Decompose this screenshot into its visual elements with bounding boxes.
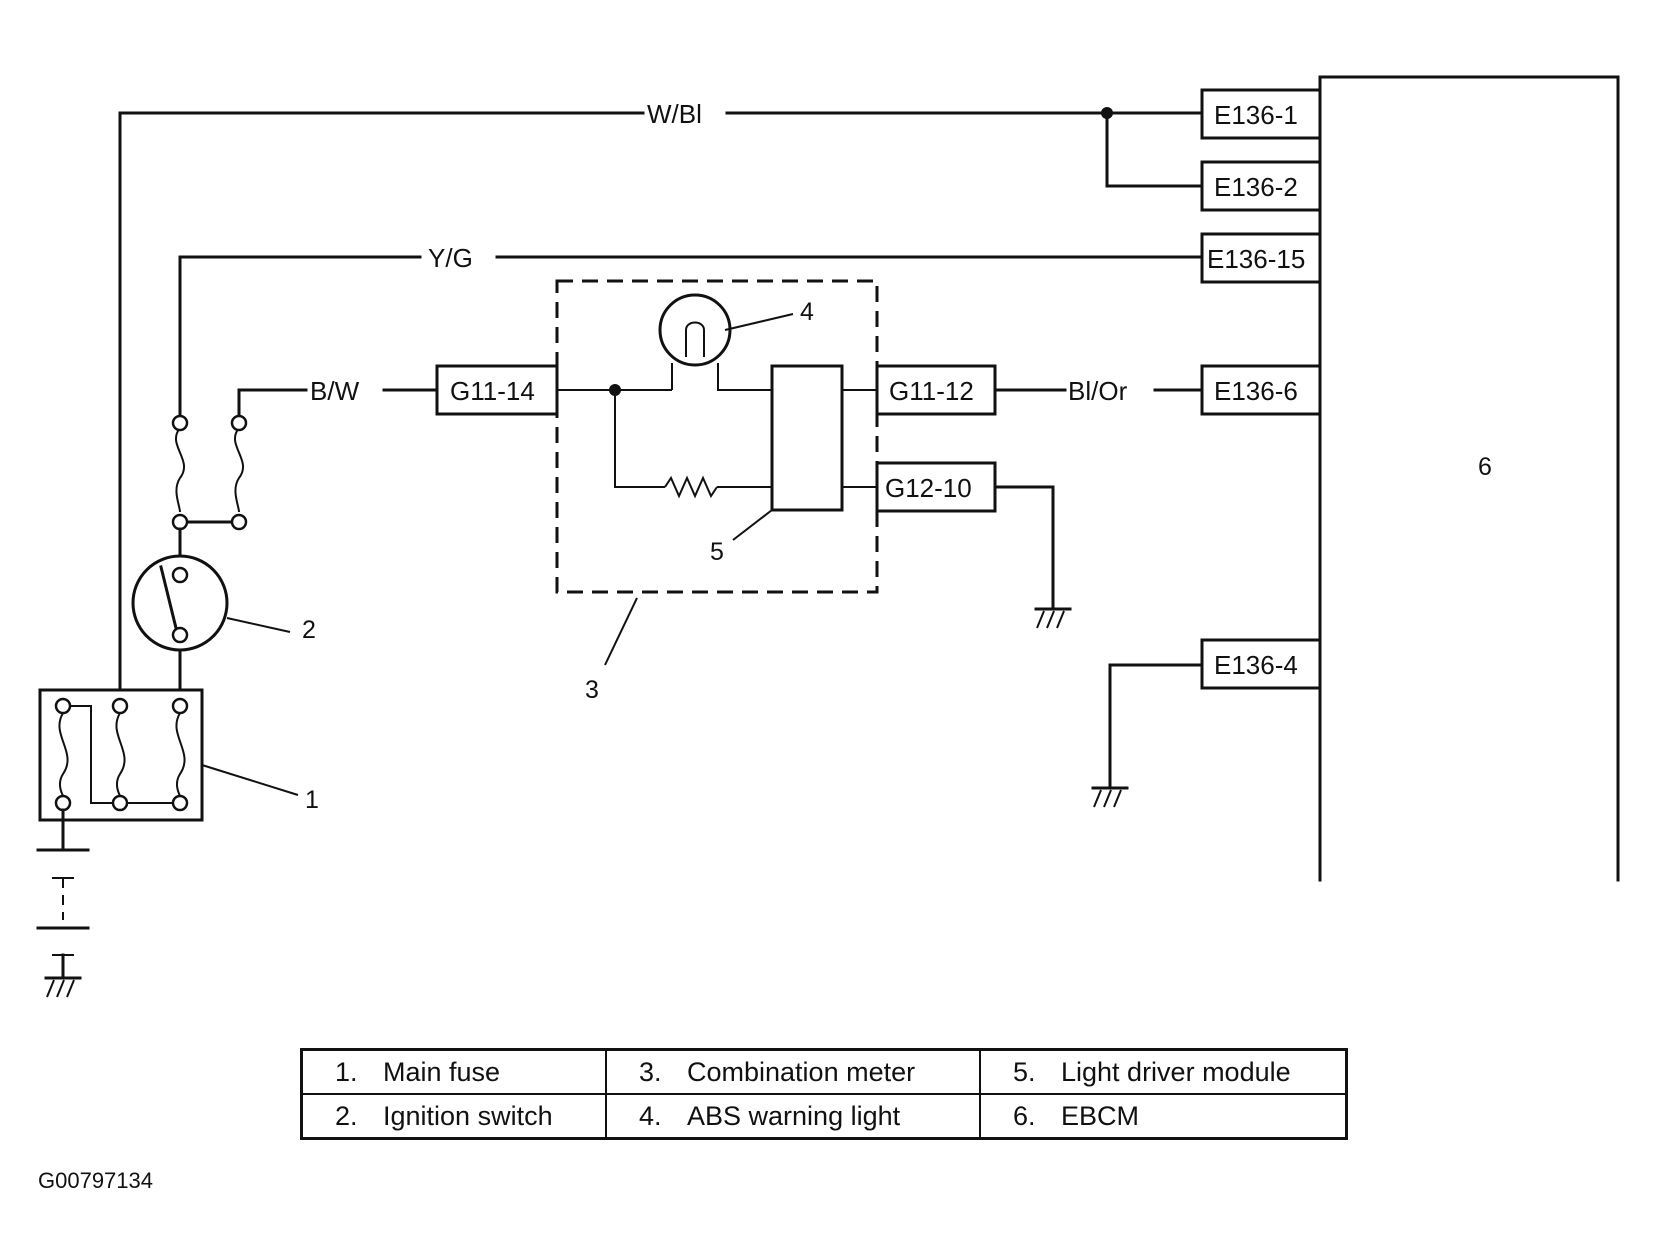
callout-1: 1 [305,786,319,814]
svg-text:E136-15: E136-15 [1207,244,1305,274]
ground-g12-10 [993,485,1072,629]
legend-item-ignition-switch: 2.Ignition switch [300,1093,607,1140]
legend-item-combination-meter: 3.Combination meter [605,1048,981,1095]
abs-warning-light: 4 [658,293,814,367]
figure-id: G00797134 [38,1168,153,1193]
ignition-fuses [171,414,248,531]
battery-symbol [36,808,90,977]
wire-w-bl: W/Bl [118,99,1204,692]
legend-row: 2.Ignition switch 4.ABS warning light 6.… [300,1093,1348,1140]
light-driver-module: 5 [710,364,877,566]
svg-text:G11-14: G11-14 [450,376,535,406]
legend-item-light-driver-module: 5.Light driver module [979,1048,1348,1095]
callout-3: 3 [585,676,599,704]
ebcm-module: 6 [1318,75,1620,882]
callout-6: 6 [1478,453,1492,481]
svg-text:E136-1: E136-1 [1214,100,1298,130]
legend-row: 1.Main fuse 3.Combination meter 5.Light … [300,1048,1348,1095]
connector-g11-14: G11-14 [435,364,559,416]
wire-label-y-g: Y/G [428,243,473,273]
wire-b-w: B/W [237,376,439,420]
legend-item-ebcm: 6.EBCM [979,1093,1348,1140]
connector-e136-2: E136-2 [1200,160,1322,212]
callout-2: 2 [302,616,316,644]
svg-text:E136-6: E136-6 [1214,376,1298,406]
combination-meter: 3 [555,279,879,704]
svg-text:E136-2: E136-2 [1214,172,1298,202]
connector-g12-10: G12-10 [875,461,997,513]
ignition-switch: 2 [131,527,316,702]
legend-item-main-fuse: 1.Main fuse [300,1048,607,1095]
meter-internal-circuit [557,363,772,499]
connector-e136-6: E136-6 [1200,364,1322,416]
ground-symbol-battery [44,976,82,998]
wire-y-g: Y/G [178,243,1204,420]
connector-e136-4: E136-4 [1200,638,1322,690]
main-fuse: 1 [38,688,319,822]
connector-g11-12: G11-12 [875,364,997,416]
ground-e136-4 [1091,663,1204,808]
legend-item-abs-warning-light: 4.ABS warning light [605,1093,981,1140]
svg-text:E136-4: E136-4 [1214,650,1298,680]
callout-5: 5 [710,538,724,566]
wire-label-w-bl: W/Bl [647,99,702,129]
callout-4: 4 [800,298,814,326]
legend-table: 1.Main fuse 3.Combination meter 5.Light … [300,1048,1348,1140]
svg-text:G11-12: G11-12 [889,376,974,406]
wire-label-bl-or: Bl/Or [1068,376,1128,406]
connector-e136-1: E136-1 [1200,88,1322,140]
wire-label-b-w: B/W [310,376,360,406]
connector-e136-15: E136-15 [1200,232,1322,284]
wire-bl-or: Bl/Or [993,376,1204,406]
svg-text:G12-10: G12-10 [885,473,972,503]
